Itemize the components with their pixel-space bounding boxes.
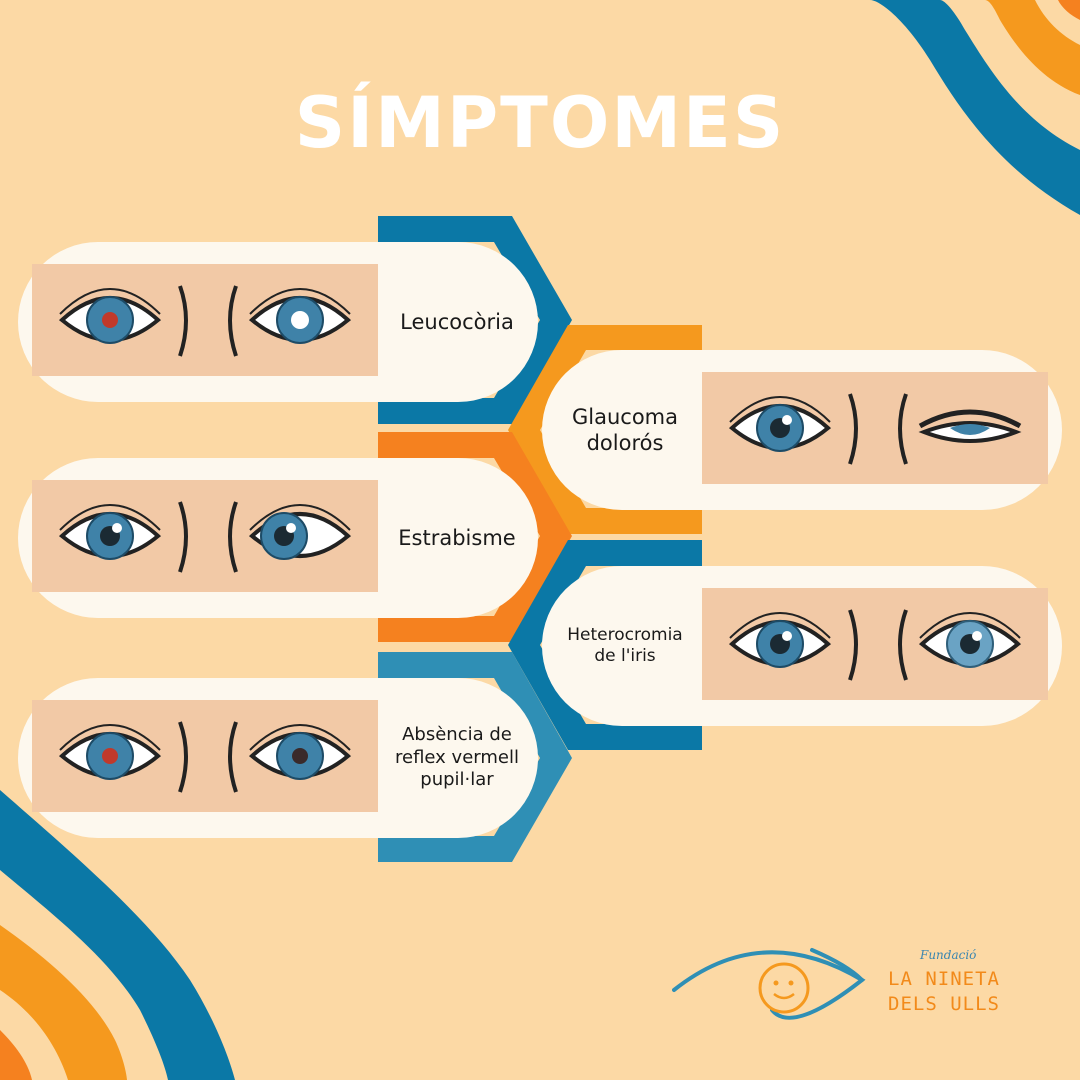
eyes-illustration (702, 372, 1048, 484)
eye-smiley-icon (672, 948, 866, 1020)
eye-icon (248, 724, 352, 780)
symptom-label: Absència de reflex vermell pupil·lar (395, 724, 519, 791)
eyes-illustration (32, 700, 378, 812)
eye-icon (728, 396, 832, 452)
symptom-label: Leucocòria (400, 309, 514, 334)
symptom-label: Glaucoma dolorós (571, 404, 678, 455)
symptom-card-heterocromia: Heterocromia de l'iris (542, 566, 1062, 726)
eye-icon (58, 504, 162, 560)
symptom-card-leucocoria: Leucocòria (18, 242, 538, 402)
eye-icon (58, 724, 162, 780)
eye-icon (248, 504, 352, 560)
page-title: SÍMPTOMES (294, 82, 786, 164)
eyes-illustration (32, 480, 378, 592)
eye-icon (58, 288, 162, 344)
symptom-card-reflex: Absència de reflex vermell pupil·lar (18, 678, 538, 838)
eye-icon (918, 612, 1022, 668)
eye-icon (248, 288, 352, 344)
logo-name-line2: DELS ULLS (888, 993, 1000, 1015)
foundation-logo: Fundació LA NINETA DELS ULLS (672, 940, 1012, 1030)
symptom-card-estrabisme: Estrabisme (18, 458, 538, 618)
symptom-card-glaucoma: Glaucoma dolorós (542, 350, 1062, 510)
symptom-label: Estrabisme (398, 525, 516, 550)
symptom-label: Heterocromia de l'iris (567, 624, 683, 666)
logo-name-line1: LA NINETA (888, 968, 1000, 990)
eye-icon (728, 612, 832, 668)
logo-small-text: Fundació (920, 948, 977, 962)
eyes-illustration (702, 588, 1048, 700)
eyes-illustration (32, 264, 378, 376)
eye-icon (918, 409, 1022, 443)
